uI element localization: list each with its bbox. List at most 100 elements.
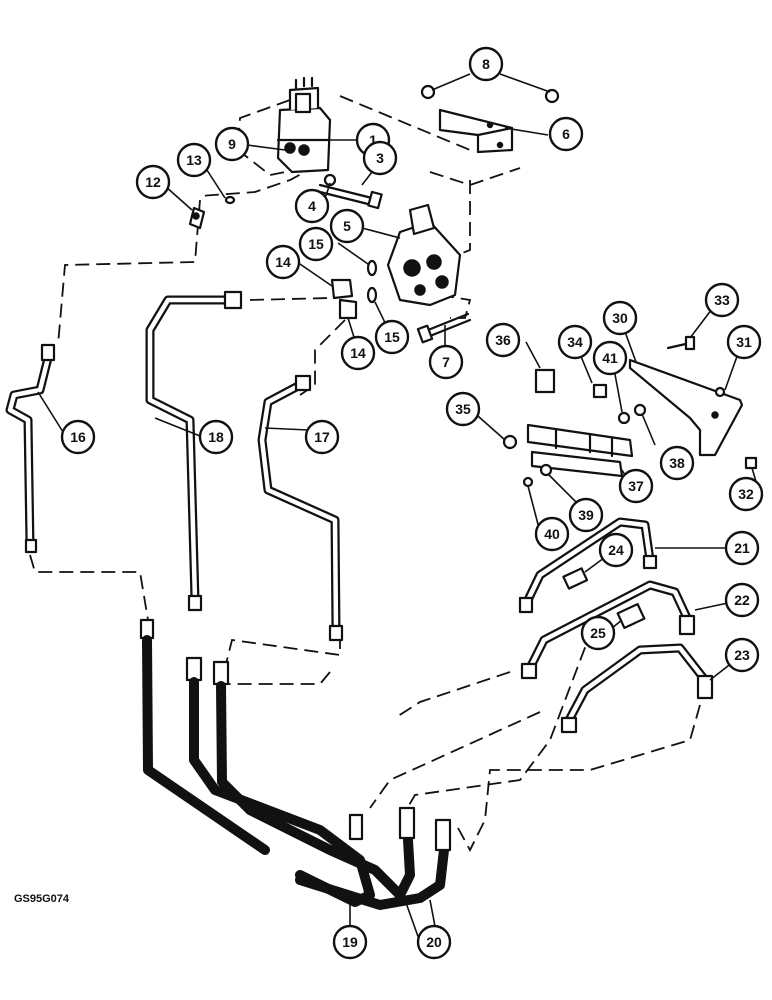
svg-text:39: 39 [578,507,594,523]
hose-part-19 [139,618,270,855]
callout-33: 33 [704,282,740,318]
callouts: 1 3 4 5 6 7 8 9 12 13 14 14 15 15 16 17 … [60,46,764,960]
svg-text:23: 23 [734,647,750,663]
svg-text:34: 34 [567,334,583,350]
svg-text:15: 15 [308,236,324,252]
svg-text:6: 6 [562,126,570,142]
callout-38: 38 [659,445,695,481]
adapter-part-14b [338,298,358,320]
screw-part-31 [714,386,726,398]
nuts-part-8 [420,84,560,104]
bracket-part-6 [438,108,514,154]
svg-text:5: 5 [343,218,351,234]
callout-20: 20 [416,924,452,960]
svg-text:40: 40 [544,526,560,542]
callout-22: 22 [724,582,760,618]
nut-part-32 [744,456,758,470]
svg-text:37: 37 [628,478,644,494]
washer-part-39 [539,463,553,477]
svg-text:20: 20 [426,934,442,950]
figure-code: GS95G074 [14,893,70,905]
svg-text:24: 24 [608,542,624,558]
spacer-part-34 [592,383,608,399]
bolt-part-3 [318,183,383,210]
svg-text:32: 32 [738,486,754,502]
callout-3: 3 [362,140,398,176]
svg-text:15: 15 [384,329,400,345]
callout-32: 32 [728,476,764,512]
callout-40: 40 [534,516,570,552]
callout-6: 6 [548,116,584,152]
callout-13: 13 [176,142,212,178]
svg-text:14: 14 [350,345,366,361]
mounting-bracket-part-30 [628,358,744,457]
callout-15a: 15 [298,226,334,262]
callout-30: 30 [602,300,638,336]
svg-text:41: 41 [602,350,618,366]
hose-fitting-part-19 [348,813,364,841]
hose-part-20c [295,818,452,910]
svg-text:8: 8 [482,56,490,72]
callout-34: 34 [557,324,593,360]
bolt-part-33 [666,335,696,351]
callout-21: 21 [724,530,760,566]
solenoid-valve-part-1 [276,76,332,174]
tube-part-16 [5,343,56,554]
svg-text:33: 33 [714,292,730,308]
callout-36: 36 [485,322,521,358]
callout-7: 7 [428,344,464,380]
callout-8: 8 [468,46,504,82]
callout-39: 39 [568,497,604,533]
svg-text:31: 31 [736,334,752,350]
svg-text:25: 25 [590,625,606,641]
bolt-part-38 [633,403,647,417]
tube-part-23 [560,643,714,734]
svg-text:36: 36 [495,332,511,348]
tube-part-21 [518,517,658,614]
callout-23: 23 [724,637,760,673]
o-ring-part-13 [224,195,236,205]
tube-part-18 [145,290,243,612]
svg-text:30: 30 [612,310,628,326]
svg-text:9: 9 [228,136,236,152]
callout-9: 9 [214,126,250,162]
callout-14b: 14 [340,335,376,371]
bolt-part-7 [416,312,472,344]
adapter-part-14a [330,278,354,300]
connector-part-24 [562,567,589,590]
callout-4: 4 [294,188,330,224]
callout-37: 37 [618,468,654,504]
spacer-part-36 [534,368,556,394]
tube-part-22 [520,580,696,680]
callout-25: 25 [580,615,616,651]
svg-text:3: 3 [376,150,384,166]
svg-text:13: 13 [186,152,202,168]
callout-18: 18 [198,419,234,455]
elbow-fitting-part-12 [188,206,206,230]
svg-text:35: 35 [455,401,471,417]
callout-41: 41 [592,340,628,376]
svg-text:18: 18 [208,429,224,445]
tube-part-17 [257,374,344,642]
svg-text:4: 4 [308,198,316,214]
connector-part-25 [616,603,646,629]
callout-15b: 15 [374,319,410,355]
callout-31: 31 [726,324,762,360]
o-ring-part-15a [366,259,378,277]
svg-text:17: 17 [314,429,330,445]
o-ring-part-15b [366,286,378,304]
washer-part-41 [617,411,631,425]
callout-12: 12 [135,164,171,200]
control-valve-part-5 [386,203,462,307]
callout-16: 16 [60,419,96,455]
hose-part-20a [185,656,375,907]
hose-part-20b [212,660,416,900]
svg-text:38: 38 [669,455,685,471]
svg-text:16: 16 [70,429,86,445]
callout-19: 19 [332,924,368,960]
svg-text:21: 21 [734,540,750,556]
svg-text:1: 1 [369,132,377,148]
svg-text:14: 14 [275,254,291,270]
callout-17: 17 [304,419,340,455]
